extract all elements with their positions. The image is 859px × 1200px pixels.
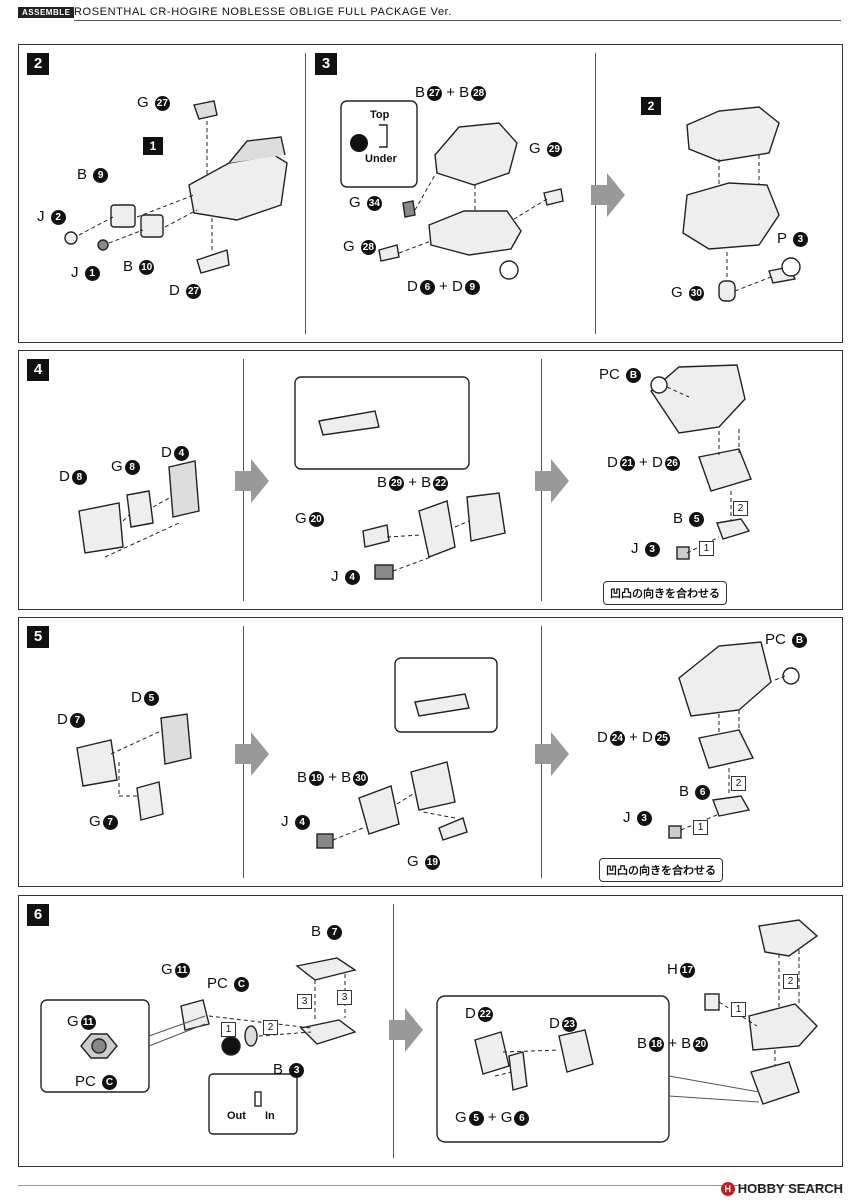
step2-illustration — [64, 100, 288, 274]
panel-step-6: 6 — [18, 895, 843, 1167]
page-header: ASSEMBLE ROSENTHAL CR-HOGIRE NOBLESSE OB… — [18, 6, 841, 22]
hobby-search-logo-icon: H — [720, 1182, 735, 1196]
part-label: G 19 — [407, 853, 440, 870]
part-label: G 27 — [137, 94, 170, 111]
sub-step-badge: 1 — [221, 1022, 236, 1037]
part-label: PC B — [765, 632, 808, 648]
sub-step-badge: 1 — [699, 541, 714, 556]
bottom-rule — [18, 1185, 841, 1186]
sub-step-badge: 1 — [693, 820, 708, 835]
sub-step-badge: 2 — [263, 1020, 278, 1035]
part-label: B 9 — [77, 167, 109, 183]
part-label: B 6 — [679, 784, 711, 800]
part-label: B 10 — [123, 258, 155, 275]
part-label: J 3 — [631, 541, 660, 557]
step-number: 2 — [27, 53, 49, 75]
part-label: J 2 — [37, 209, 66, 225]
part-label: B 7 — [311, 924, 343, 940]
out-label: Out — [227, 1110, 246, 1122]
sub-step-badge: 3 — [337, 990, 352, 1005]
sub-step-badge: 2 — [733, 501, 748, 516]
assemble-tag: ASSEMBLE — [18, 7, 75, 18]
step3-illustration — [340, 100, 801, 302]
part-label: B 5 — [673, 511, 705, 527]
sub-step-badge: 1 — [731, 1002, 746, 1017]
sub-step-badge: 2 — [783, 974, 798, 989]
part-label: J 3 — [623, 810, 652, 826]
part-label: D 27 — [169, 282, 202, 299]
step-number: 4 — [27, 359, 49, 381]
sub-step-badge: 2 — [731, 776, 746, 791]
step4-illustration — [78, 364, 752, 580]
part-label: G 29 — [529, 140, 562, 157]
in-label: In — [265, 1110, 275, 1122]
sub-assembly-ref: 2 — [641, 97, 661, 115]
step-number: 3 — [315, 53, 337, 75]
step5-illustration — [76, 641, 800, 849]
part-label: PC B — [599, 367, 642, 383]
part-label: B 3 — [273, 1062, 305, 1078]
step-number: 5 — [27, 626, 49, 648]
product-title: ROSENTHAL CR-HOGIRE NOBLESSE OBLIGE FULL… — [74, 6, 452, 18]
part-label: G 34 — [349, 194, 382, 211]
panel-step-5: 5 — [18, 617, 843, 887]
header-rule — [74, 20, 841, 21]
part-label: J 4 — [331, 569, 360, 585]
part-label: PC C — [207, 976, 250, 992]
sub-step-badge: 3 — [297, 994, 312, 1009]
part-label: J 1 — [71, 265, 100, 281]
panel-row-1: 2 3 1 G 27 B 9 J 2 J 1 B 10 D 27 — [18, 44, 843, 343]
sub-assembly-ref: 1 — [143, 137, 163, 155]
part-label: P 3 — [777, 231, 808, 247]
part-label: G 30 — [671, 284, 704, 301]
part-label: PC C — [75, 1074, 118, 1090]
step-divider — [305, 53, 306, 334]
alignment-note: 凹凸の向きを合わせる — [599, 858, 723, 882]
top-label: Top — [370, 109, 390, 121]
part-label: J 4 — [281, 814, 310, 830]
part-label: G 28 — [343, 238, 376, 255]
step6-illustration — [40, 919, 819, 1143]
step-number: 6 — [27, 904, 49, 926]
panel-step-4: 4 — [18, 350, 843, 610]
under-label: Under — [365, 153, 397, 165]
alignment-note: 凹凸の向きを合わせる — [603, 581, 727, 605]
